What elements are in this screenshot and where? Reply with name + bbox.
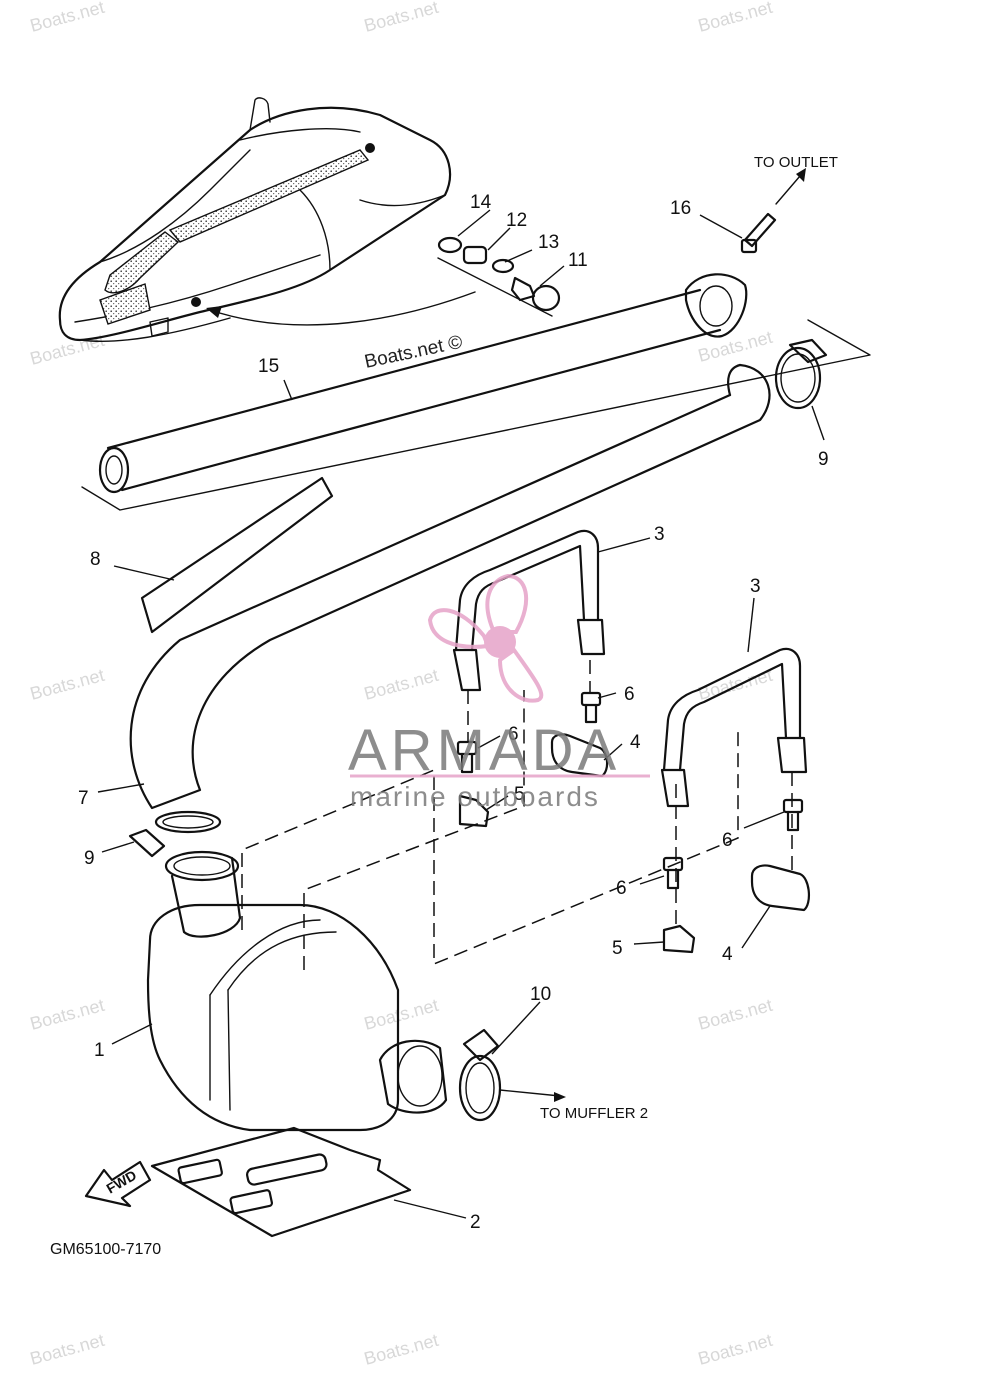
diagram-code: GM65100-7170 <box>50 1241 161 1258</box>
to-muffler-note: TO MUFFLER 2 <box>540 1105 648 1122</box>
watermark-text: Boats.net <box>696 0 775 36</box>
callout-12: 12 <box>506 210 527 231</box>
band-3-right <box>660 647 808 808</box>
callout-3-right: 3 <box>750 576 761 597</box>
propeller-icon <box>427 573 544 703</box>
callout-15: 15 <box>258 356 279 377</box>
pointer-arrow <box>209 291 476 326</box>
pad-8 <box>140 476 334 634</box>
muffler-1 <box>146 850 448 1132</box>
armada-brand-name: ARMADA <box>348 718 620 783</box>
callout-11: 11 <box>568 250 588 271</box>
hose-7 <box>129 363 771 810</box>
callout-8: 8 <box>90 549 101 570</box>
arrow-head <box>554 1092 566 1102</box>
watermark-text: Boats.net <box>28 0 107 36</box>
bolt-6-c <box>782 798 804 832</box>
watermark-text: Boats.net <box>28 995 107 1034</box>
callout-1: 1 <box>94 1040 105 1061</box>
callout-4-b: 4 <box>722 944 733 965</box>
damper-4-a <box>550 733 609 778</box>
hose-clamp-9-bottom <box>128 810 222 858</box>
bolt-6-a <box>580 691 602 724</box>
bracket-5-b <box>662 924 696 954</box>
callout-3-left: 3 <box>654 524 665 545</box>
watermark-text: Boats.net <box>28 665 107 704</box>
watermark-text: Boats.net <box>362 665 441 704</box>
armada-tagline: marine outboards <box>350 781 600 812</box>
hose-clamp-9-top <box>774 338 828 410</box>
to-muffler-arrow-line <box>499 1089 561 1097</box>
callout-5-a: 5 <box>514 784 525 805</box>
callout-9-top: 9 <box>818 449 829 470</box>
armada-logo: ARMADA marine outboards <box>348 573 650 812</box>
callout-13: 13 <box>538 232 559 253</box>
fwd-label: FWD <box>104 1167 140 1197</box>
callout-numbers: 14 12 13 11 16 15 9 8 3 3 6 6 4 5 7 6 9 … <box>78 192 829 1233</box>
callout-6-a: 6 <box>624 684 635 705</box>
leader-lines <box>97 209 825 1219</box>
callout-6-d: 6 <box>616 878 627 899</box>
callout-2: 2 <box>470 1212 481 1233</box>
bracket-5-a <box>458 794 490 828</box>
watermark-text: Boats.net <box>362 0 441 36</box>
bolt-6-d <box>662 856 684 890</box>
callout-6-b: 6 <box>508 724 519 745</box>
damper-4-b <box>750 864 810 912</box>
callout-7: 7 <box>78 788 89 809</box>
to-outlet-note: TO OUTLET <box>754 154 838 171</box>
plate-2 <box>150 1126 412 1238</box>
arrow-head <box>206 306 222 318</box>
watermark-text: Boats.net <box>696 1330 775 1369</box>
callout-6-c: 6 <box>722 830 733 851</box>
band-3-left <box>452 529 606 692</box>
jet-ski-overview <box>58 97 452 342</box>
bolt-6-b <box>456 740 478 774</box>
watermark-text: Boats.net <box>696 995 775 1034</box>
watermark-text: Boats.net <box>28 1330 107 1369</box>
callout-10: 10 <box>530 984 551 1005</box>
callout-4-a: 4 <box>630 732 641 753</box>
watermark-text: Boats.net <box>362 1330 441 1369</box>
callout-14: 14 <box>470 192 492 213</box>
callout-9-bottom: 9 <box>84 848 95 869</box>
dashed-alignment <box>241 660 793 970</box>
callout-16: 16 <box>670 198 691 219</box>
fwd-arrow-icon: FWD <box>84 1160 152 1208</box>
mount-hardware <box>437 236 561 317</box>
watermark-text: Boats.net <box>362 995 441 1034</box>
hose-clamp-10 <box>458 1028 502 1122</box>
callout-5-b: 5 <box>612 938 623 959</box>
pipe-15 <box>81 273 871 511</box>
bolt-16 <box>740 168 806 254</box>
